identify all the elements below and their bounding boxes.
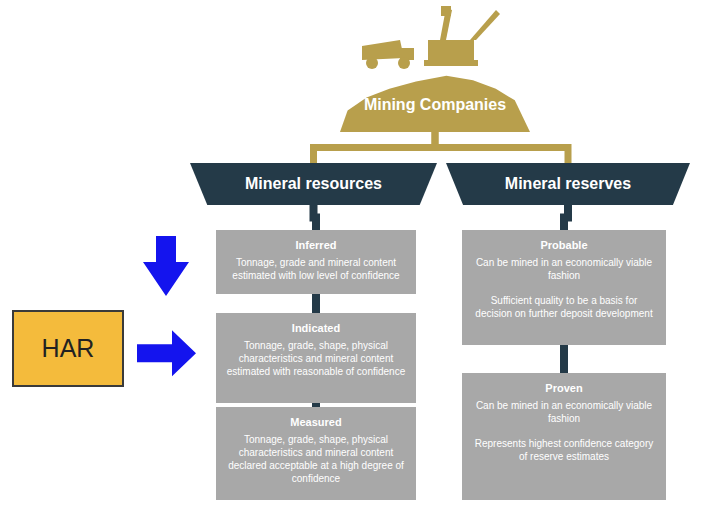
connector-line bbox=[564, 205, 568, 230]
block-arrow bbox=[137, 330, 196, 376]
excavator-track bbox=[424, 60, 478, 66]
box-description: Can be mined in an economically viable f… bbox=[472, 399, 656, 425]
connector-line bbox=[312, 294, 320, 313]
callout-box: HAR bbox=[12, 310, 124, 387]
down-arrow bbox=[143, 236, 189, 296]
box-description: Tonnage, grade, shape, physical characte… bbox=[226, 339, 406, 378]
ore-pile-fill bbox=[340, 76, 530, 132]
box-title: Probable bbox=[472, 238, 656, 252]
class-box: InferredTonnage, grade and mineral conte… bbox=[216, 230, 416, 294]
box-description: Represents highest confidence category o… bbox=[472, 437, 656, 463]
text-group: IndicatedTonnage, grade, shape, physical… bbox=[226, 321, 406, 378]
text-group: MeasuredTonnage, grade, shape, physical … bbox=[226, 415, 406, 485]
header-fill bbox=[190, 163, 437, 205]
text-group: Mining Companies bbox=[364, 95, 506, 114]
excavator-bucket bbox=[441, 6, 451, 16]
text-group: ProvenCan be mined in an economically vi… bbox=[472, 381, 656, 463]
text-group: Mineral resources bbox=[245, 175, 382, 193]
class-box: ProvenCan be mined in an economically vi… bbox=[462, 373, 666, 500]
box-title: Proven bbox=[472, 381, 656, 395]
class-box: ProbableCan be mined in an economically … bbox=[462, 230, 666, 345]
header-fill bbox=[446, 163, 690, 205]
connector-line bbox=[314, 205, 317, 230]
box-title: Indicated bbox=[226, 321, 406, 335]
box-title: Inferred bbox=[226, 238, 406, 252]
truck-wheel bbox=[398, 57, 410, 69]
class-box: MeasuredTonnage, grade, shape, physical … bbox=[216, 407, 416, 500]
text-group: HAR bbox=[42, 334, 95, 363]
box-title: HAR bbox=[42, 334, 95, 363]
box-title: Mining Companies bbox=[364, 95, 506, 114]
excavator-base bbox=[428, 40, 474, 62]
text-group: InferredTonnage, grade and mineral conte… bbox=[226, 238, 406, 282]
text-group: ProbableCan be mined in an economically … bbox=[472, 238, 656, 320]
box-description: Sufficient quality to be a basis for dec… bbox=[472, 294, 656, 320]
box-description: Can be mined in an economically viable f… bbox=[472, 256, 656, 282]
connector-line bbox=[435, 132, 568, 163]
text-group: Mineral reserves bbox=[505, 175, 631, 193]
company-block: Mining Companies bbox=[340, 60, 530, 132]
box-description: Tonnage, grade and mineral content estim… bbox=[226, 256, 406, 282]
category-header: Mineral reserves bbox=[446, 163, 690, 205]
box-title: Measured bbox=[226, 415, 406, 429]
truck-wheel bbox=[366, 57, 378, 69]
connector-line bbox=[314, 132, 436, 163]
excavator-arm bbox=[470, 10, 500, 40]
box-title: Mineral resources bbox=[245, 175, 382, 193]
truck-body bbox=[362, 40, 404, 60]
class-box: IndicatedTonnage, grade, shape, physical… bbox=[216, 313, 416, 403]
connector-line bbox=[560, 345, 568, 373]
box-title: Mineral reserves bbox=[505, 175, 631, 193]
category-header: Mineral resources bbox=[190, 163, 437, 205]
box-description: Tonnage, grade, shape, physical characte… bbox=[226, 433, 406, 485]
